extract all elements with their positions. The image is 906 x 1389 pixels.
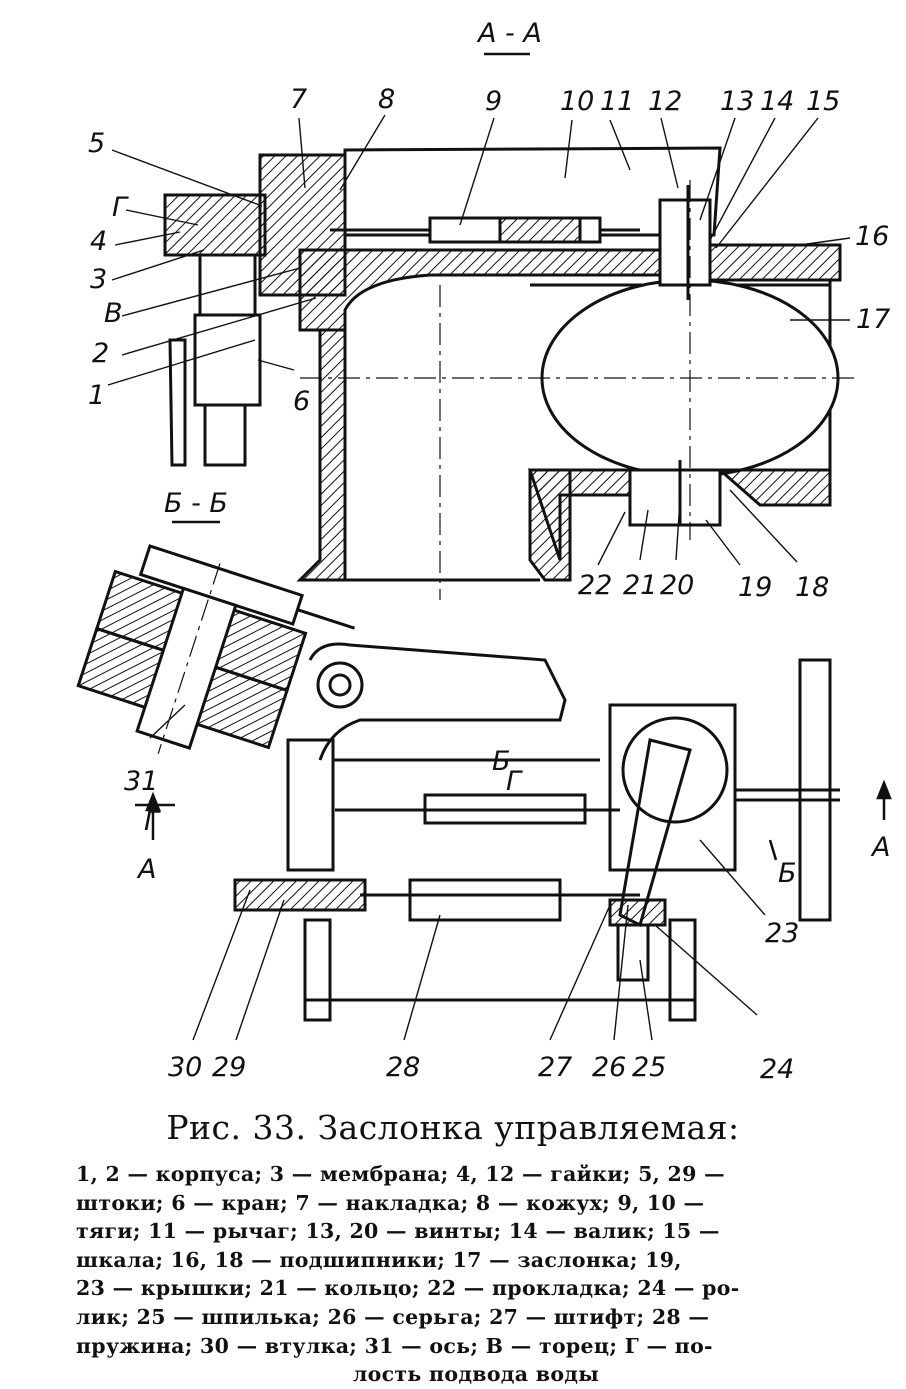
label-29: 29 <box>212 1052 246 1083</box>
section-b-b-drawing <box>76 544 355 754</box>
label-7: 7 <box>290 84 307 115</box>
view-g-drawing <box>233 642 840 1022</box>
legend-line: пружина; 30 — втулка; 31 — ось; В — торе… <box>76 1333 713 1358</box>
leader-lines <box>107 114 851 1041</box>
label-g-top: Г <box>112 192 129 223</box>
label-9: 9 <box>485 86 502 117</box>
label-19: 19 <box>738 572 772 603</box>
label-v: В <box>104 298 123 329</box>
label-22: 22 <box>578 570 612 601</box>
label-23: 23 <box>765 918 799 949</box>
label-8: 8 <box>378 84 395 115</box>
label-24: 24 <box>760 1054 794 1085</box>
label-20: 20 <box>660 570 694 601</box>
label-21: 21 <box>623 570 657 601</box>
label-12: 12 <box>648 86 682 117</box>
label-section-a-a: А - А <box>476 18 542 49</box>
label-g-mid: Г <box>506 766 523 797</box>
label-b-right: Б <box>778 858 797 889</box>
label-5: 5 <box>88 128 105 159</box>
label-13: 13 <box>720 86 754 117</box>
label-section-b-b: Б - Б <box>164 488 228 519</box>
label-4: 4 <box>90 226 107 257</box>
label-a-left: А <box>136 854 156 885</box>
label-26: 26 <box>592 1052 626 1083</box>
label-16: 16 <box>855 221 889 252</box>
label-2: 2 <box>92 338 109 369</box>
label-31: 31 <box>124 766 158 797</box>
technical-drawing: А - А Б - Б 5 Г 4 3 В 2 1 6 7 8 9 10 11 … <box>76 18 892 1085</box>
label-g-view: Г <box>144 806 161 837</box>
label-28: 28 <box>386 1052 420 1083</box>
label-17: 17 <box>856 304 890 335</box>
legend-line: 1, 2 — корпуса; 3 — мембрана; 4, 12 — га… <box>76 1162 725 1186</box>
legend-line: лик; 25 — шпилька; 26 — серьга; 27 — шти… <box>76 1304 710 1329</box>
legend-line: тяги; 11 — рычаг; 13, 20 — винты; 14 — в… <box>76 1219 720 1244</box>
label-1: 1 <box>88 380 105 411</box>
label-3: 3 <box>90 264 107 295</box>
legend-line: штоки; 6 — кран; 7 — накладка; 8 — кожух… <box>76 1190 705 1215</box>
label-30: 30 <box>168 1052 202 1083</box>
section-a-a-drawing <box>163 146 860 600</box>
label-14: 14 <box>760 86 794 117</box>
label-25: 25 <box>632 1052 666 1083</box>
label-a-right: А <box>870 832 890 863</box>
label-27: 27 <box>538 1052 572 1083</box>
legend-line: лость подвода воды <box>352 1362 600 1387</box>
label-11: 11 <box>600 86 634 117</box>
label-6: 6 <box>293 386 310 417</box>
label-18: 18 <box>795 572 829 603</box>
figure-legend: 1, 2 — корпуса; 3 — мембрана; 4, 12 — га… <box>76 1160 876 1389</box>
label-b-mid: Б <box>492 746 511 777</box>
figure-caption: Рис. 33. Заслонка управляемая: <box>166 1108 740 1147</box>
section-arrows <box>135 52 892 861</box>
label-10: 10 <box>560 86 594 117</box>
legend-line: 23 — крышки; 21 — кольцо; 22 — прокладка… <box>76 1276 740 1301</box>
label-15: 15 <box>806 86 840 117</box>
legend-line: шкала; 16, 18 — подшипники; 17 — заслонк… <box>76 1247 682 1272</box>
